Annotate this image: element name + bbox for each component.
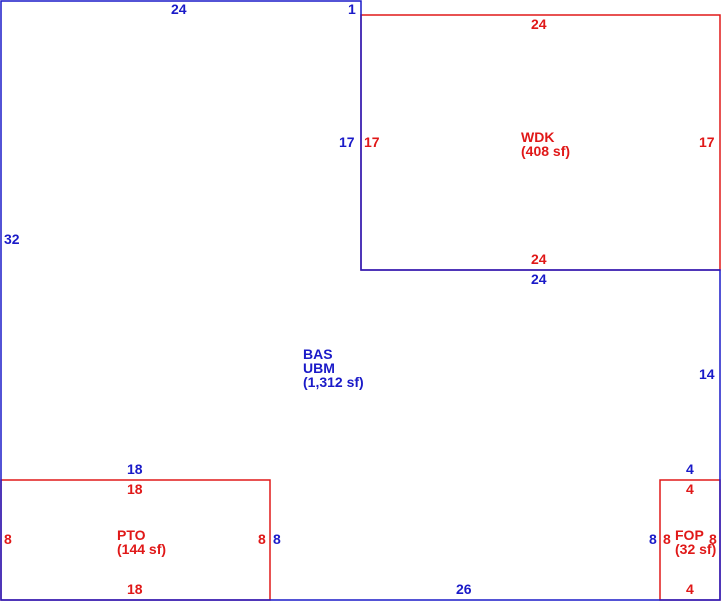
- bas-dim-fop-side: 8: [649, 531, 657, 547]
- pto-code: PTO: [117, 527, 146, 543]
- bas-code: BAS: [303, 346, 333, 362]
- fop-dim-right: 8: [709, 531, 717, 547]
- bas-dim-right: 14: [699, 366, 715, 382]
- wdk-dim-bottom: 24: [531, 251, 547, 267]
- bas-dim-left: 32: [4, 231, 20, 247]
- fop-size: (32 sf): [675, 541, 717, 557]
- fop-dim-left: 8: [663, 531, 671, 547]
- wdk-dim-left: 17: [364, 134, 380, 150]
- wdk-code: WDK: [521, 129, 555, 145]
- bas-dim-bottom: 26: [456, 581, 472, 597]
- pto-dim-right: 8: [258, 531, 266, 547]
- pto-size: (144 sf): [117, 541, 167, 557]
- bas-area-label: BAS UBM (1,312 sf): [303, 347, 364, 389]
- pto-dim-bottom: 18: [127, 581, 143, 597]
- bas-dim-top: 24: [171, 1, 187, 17]
- pto-dim-left: 8: [4, 531, 12, 547]
- bas-dim-bottom-left: 18: [127, 461, 143, 477]
- ubm-code: UBM: [303, 360, 335, 376]
- bas-dim-pto-side: 8: [273, 531, 281, 547]
- fop-dim-top: 4: [686, 481, 694, 497]
- bas-dim-step-bottom: 24: [531, 271, 547, 287]
- wdk-dim-right: 17: [699, 134, 715, 150]
- pto-area-label: PTO (144 sf): [117, 528, 166, 556]
- fop-area-label: FOP (32 sf): [675, 528, 716, 556]
- bas-dim-step-right: 17: [339, 134, 355, 150]
- wdk-dim-top: 24: [531, 16, 547, 32]
- wdk-size: (408 sf): [521, 143, 571, 159]
- bas-size: (1,312 sf): [303, 374, 364, 390]
- fop-dim-bottom: 4: [686, 581, 694, 597]
- wdk-area-label: WDK (408 sf): [521, 130, 570, 158]
- bas-dim-bottom-right: 4: [686, 461, 694, 477]
- bas-dim-top-step: 1: [348, 1, 356, 17]
- pto-dim-top: 18: [127, 481, 143, 497]
- fop-code: FOP: [675, 527, 704, 543]
